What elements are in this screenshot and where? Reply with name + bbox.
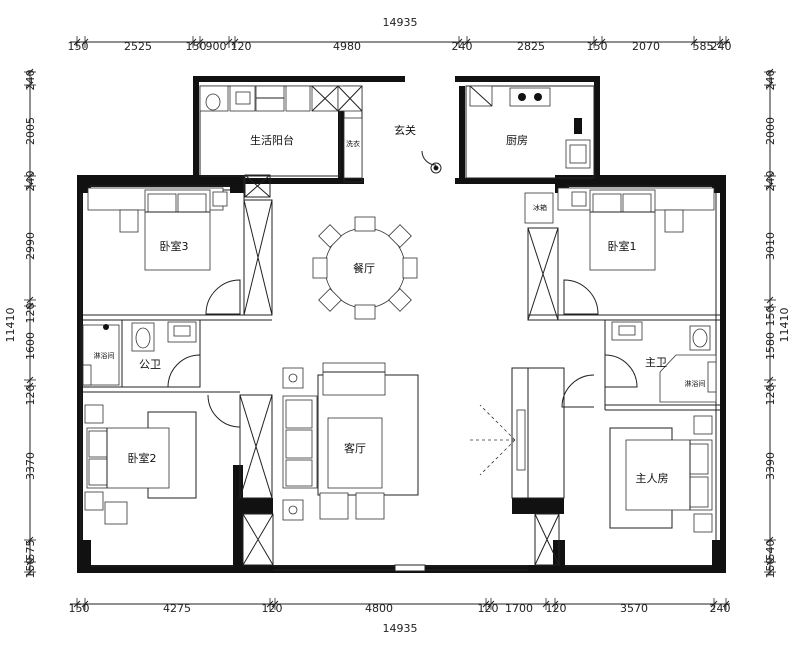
room-label-living: 客厅 — [344, 441, 366, 455]
bottom-dimension-chain: 150 4275 120 4800 120 1700 120 3570 240 — [69, 598, 731, 615]
room-label-master-bedroom: 主人房 — [636, 472, 669, 485]
room-label-fridge: 冰箱 — [533, 203, 547, 212]
room-label-kitchen: 厨房 — [506, 134, 528, 147]
master-bath-fixtures — [611, 321, 717, 403]
room-label-balcony: 生活阳台 — [250, 133, 294, 147]
dimension-label: 900 — [206, 40, 227, 53]
room-label-shower-left: 淋浴间 — [94, 351, 115, 360]
dimension-label: 240 — [710, 602, 731, 615]
room-label-entrance: 玄关 — [394, 123, 416, 137]
dimension-label: 3570 — [620, 602, 648, 615]
dimension-label: 120 — [478, 602, 499, 615]
total-height-right: 11410 — [778, 308, 791, 343]
room-label-master-bath: 主卫 — [645, 356, 667, 369]
room-label-bedroom3: 卧室3 — [160, 239, 189, 253]
room-label-public-bath: 公卫 — [139, 358, 161, 371]
room-label-bedroom1: 卧室1 — [608, 239, 637, 253]
dimension-label: 150 — [68, 40, 89, 53]
bedroom2-furniture — [84, 404, 197, 525]
bedroom1-furniture — [557, 187, 715, 271]
total-width-top: 14935 — [383, 16, 418, 29]
tv-icon — [516, 409, 526, 471]
toilet-icon — [205, 93, 221, 111]
dimension-label: 585 — [693, 40, 714, 53]
dimension-label: 120 — [546, 602, 567, 615]
dimension-label: 150 — [186, 40, 207, 53]
dimension-label: 2825 — [517, 40, 545, 53]
master-bedroom-furniture — [609, 415, 713, 533]
dimension-label: 2525 — [124, 40, 152, 53]
balcony-fixtures — [199, 85, 363, 179]
living-furniture — [282, 362, 419, 521]
coffee-table-icon — [327, 417, 383, 489]
bedroom3-furniture — [87, 187, 228, 271]
fridge-icon — [524, 192, 554, 224]
public-bath-fixtures — [82, 321, 197, 386]
dimension-label: 120 — [262, 602, 283, 615]
tv-view-lines — [470, 404, 516, 476]
dining-table — [312, 216, 418, 320]
dimension-label: 2070 — [632, 40, 660, 53]
dimension-label: 240 — [452, 40, 473, 53]
dimension-label: 1700 — [505, 602, 533, 615]
room-label-shower-right: 淋浴间 — [685, 379, 706, 388]
kitchen-fixtures — [469, 85, 591, 224]
dimension-label: 150 — [69, 602, 90, 615]
dimension-label: 4980 — [333, 40, 361, 53]
cabinet-icon — [285, 85, 311, 112]
dimension-label: 4800 — [365, 602, 393, 615]
room-label-dining: 餐厅 — [353, 261, 375, 275]
dimension-label: 240 — [711, 40, 732, 53]
doors — [167, 150, 638, 428]
stove-icon — [509, 87, 551, 107]
total-width-bottom: 14935 — [383, 622, 418, 635]
room-label-laundry: 洗衣 — [346, 139, 360, 148]
armchair-icon — [322, 362, 386, 396]
room-label-bedroom2: 卧室2 — [128, 451, 157, 465]
total-height-left: 11410 — [4, 308, 17, 343]
dimension-label: 120 — [231, 40, 252, 53]
dimension-label: 4275 — [163, 602, 191, 615]
dimension-label: 150 — [587, 40, 608, 53]
